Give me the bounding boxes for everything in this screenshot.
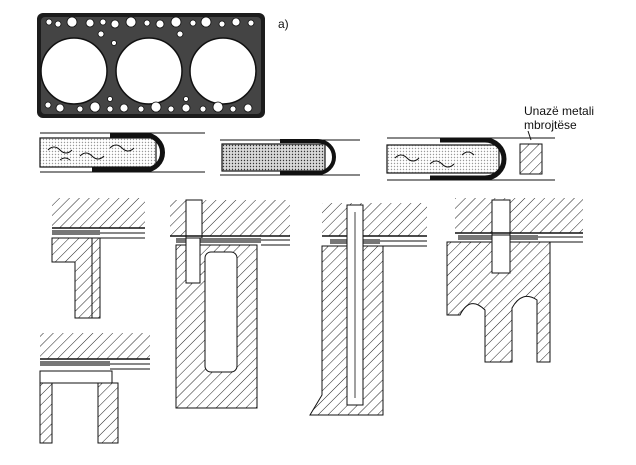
assembly-section-3: [170, 199, 290, 409]
gasket-top-view: [37, 13, 265, 118]
label-part-a: a): [278, 17, 289, 31]
gasket-section-1: [39, 132, 205, 173]
assembly-section-5: [446, 198, 583, 363]
gasket-section-2: [220, 139, 360, 176]
label-protective-ring-2: mbrojtëse: [524, 118, 577, 132]
assembly-section-1: [51, 198, 145, 319]
assembly-section-2: [39, 333, 150, 444]
label-protective-ring-1: Unazë metali: [524, 104, 594, 118]
assembly-section-4: [309, 203, 427, 416]
gasket-section-3: [386, 130, 555, 181]
